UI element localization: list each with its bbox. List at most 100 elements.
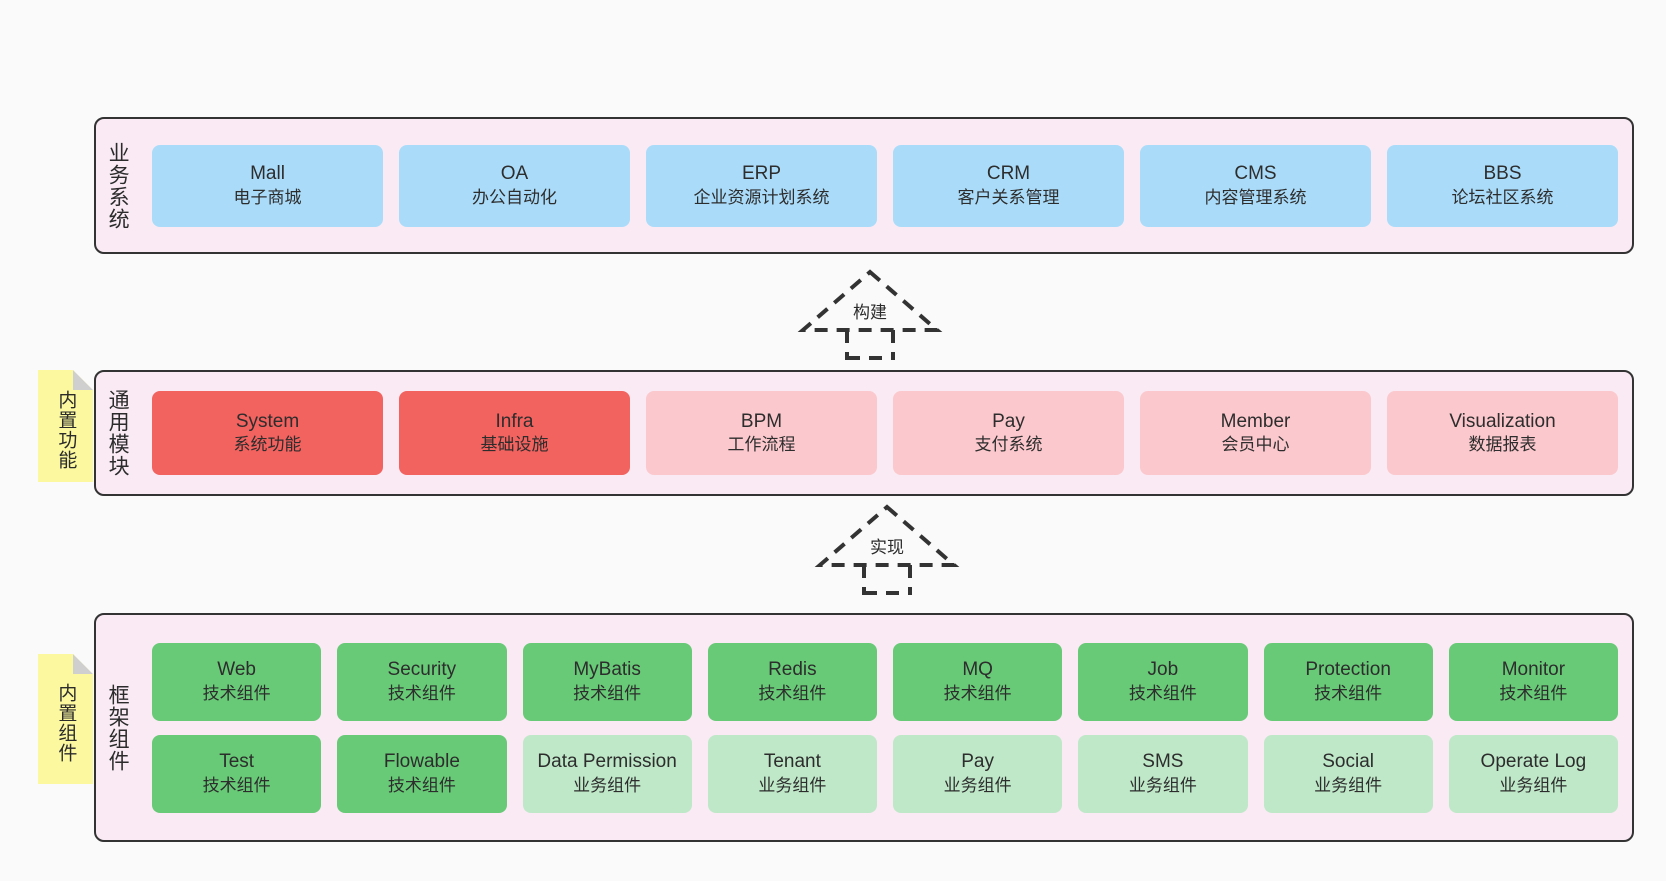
card-title-cn: 业务组件 xyxy=(1499,775,1568,795)
sticky-fold-corner-icon xyxy=(73,654,93,674)
card-tenant[interactable]: Tenant 业务组件 xyxy=(707,734,877,813)
card-crm[interactable]: CRM 客户关系管理 xyxy=(893,144,1124,227)
sticky-note-label: 内置组件 xyxy=(55,683,77,763)
card-title-en: Redis xyxy=(768,659,817,681)
card-title-cn: 系统功能 xyxy=(233,435,302,455)
card-mq[interactable]: MQ 技术组件 xyxy=(893,642,1063,721)
card-flowable[interactable]: Flowable 技术组件 xyxy=(337,734,507,813)
card-title-cn: 会员中心 xyxy=(1221,435,1290,455)
card-title-en: CRM xyxy=(986,163,1031,185)
connector-build-arrow-icon xyxy=(797,269,943,360)
connector-implement-label: 实现 xyxy=(870,538,904,557)
card-title-en: Tenant xyxy=(763,751,821,773)
sticky-note-builtin-components: 内置组件 xyxy=(38,654,93,784)
layer-title-business-systems: 业务系统 xyxy=(106,141,130,230)
card-title-cn: 工作流程 xyxy=(727,435,796,455)
card-title-cn: 业务组件 xyxy=(943,775,1012,795)
connector-implement-arrow-icon xyxy=(814,504,960,595)
card-pay-component[interactable]: Pay 业务组件 xyxy=(893,734,1063,813)
card-title-en: Job xyxy=(1147,659,1179,681)
card-title-en: OA xyxy=(500,163,529,185)
connector-implement: 实现 xyxy=(812,503,962,595)
card-system[interactable]: System 系统功能 xyxy=(152,391,383,475)
card-title-cn: 数据报表 xyxy=(1468,435,1537,455)
card-security[interactable]: Security 技术组件 xyxy=(337,642,507,721)
card-title-en: Data Permission xyxy=(537,751,677,773)
card-title-en: MQ xyxy=(962,659,993,681)
card-title-en: Monitor xyxy=(1501,659,1566,681)
card-oa[interactable]: OA 办公自动化 xyxy=(399,144,630,227)
layer-body-framework-components: Web 技术组件 Security 技术组件 MyBatis 技术组件 Redi… xyxy=(138,615,1632,840)
card-title-cn: 客户关系管理 xyxy=(957,187,1060,207)
connector-build: 构建 xyxy=(795,268,945,360)
card-title-cn: 业务组件 xyxy=(1128,775,1197,795)
card-title-cn: 技术组件 xyxy=(1314,683,1383,703)
card-title-en: Pay xyxy=(961,751,994,773)
card-title-cn: 基础设施 xyxy=(480,435,549,455)
card-sms[interactable]: SMS 业务组件 xyxy=(1078,734,1248,813)
card-data-permission[interactable]: Data Permission 业务组件 xyxy=(522,734,692,813)
card-title-cn: 内容管理系统 xyxy=(1204,187,1307,207)
card-title-en: Infra xyxy=(495,410,534,432)
card-title-cn: 支付系统 xyxy=(974,435,1043,455)
card-title-en: ERP xyxy=(741,163,782,185)
card-monitor[interactable]: Monitor 技术组件 xyxy=(1448,642,1618,721)
layer-body-general-modules: System 系统功能 Infra 基础设施 BPM 工作流程 Pay 支付系统… xyxy=(138,372,1632,494)
card-bpm[interactable]: BPM 工作流程 xyxy=(646,391,877,475)
card-test[interactable]: Test 技术组件 xyxy=(152,734,322,813)
card-title-en: Security xyxy=(387,659,457,681)
card-title-en: Web xyxy=(217,659,256,681)
card-title-cn: 业务组件 xyxy=(1314,775,1383,795)
card-cms[interactable]: CMS 内容管理系统 xyxy=(1140,144,1371,227)
card-title-cn: 电子商城 xyxy=(233,187,302,207)
connector-build-label: 构建 xyxy=(853,303,887,322)
card-title-cn: 技术组件 xyxy=(387,683,456,703)
layer-business-systems: 业务系统 Mall 电子商城 OA 办公自动化 ERP 企业资源计划系统 CRM… xyxy=(94,117,1634,254)
card-protection[interactable]: Protection 技术组件 xyxy=(1263,642,1433,721)
card-title-en: Test xyxy=(219,751,255,773)
card-title-en: SMS xyxy=(1142,751,1184,773)
card-title-en: MyBatis xyxy=(573,659,641,681)
card-title-en: BBS xyxy=(1483,163,1522,185)
card-title-en: Member xyxy=(1220,410,1291,432)
card-job[interactable]: Job 技术组件 xyxy=(1078,642,1248,721)
sticky-note-builtin-functions: 内置功能 xyxy=(38,370,93,482)
card-social[interactable]: Social 业务组件 xyxy=(1263,734,1433,813)
card-row: System 系统功能 Infra 基础设施 BPM 工作流程 Pay 支付系统… xyxy=(152,391,1618,475)
card-title-cn: 技术组件 xyxy=(202,775,271,795)
card-member[interactable]: Member 会员中心 xyxy=(1140,391,1371,475)
card-title-cn: 技术组件 xyxy=(1128,683,1197,703)
card-web[interactable]: Web 技术组件 xyxy=(152,642,322,721)
card-title-cn: 技术组件 xyxy=(1499,683,1568,703)
card-title-en: Mall xyxy=(250,163,285,185)
layer-general-modules: 通用模块 System 系统功能 Infra 基础设施 BPM 工作流程 Pay… xyxy=(94,370,1634,496)
layer-framework-components: 框架组件 Web 技术组件 Security 技术组件 MyBatis 技术组件… xyxy=(94,613,1634,842)
card-title-cn: 办公自动化 xyxy=(472,187,557,207)
sticky-fold-corner-icon xyxy=(73,370,93,390)
card-title-cn: 论坛社区系统 xyxy=(1451,187,1554,207)
card-mybatis[interactable]: MyBatis 技术组件 xyxy=(522,642,692,721)
card-mall[interactable]: Mall 电子商城 xyxy=(152,144,383,227)
card-infra[interactable]: Infra 基础设施 xyxy=(399,391,630,475)
card-title-en: System xyxy=(235,410,300,432)
card-title-en: BPM xyxy=(740,410,783,432)
card-title-cn: 技术组件 xyxy=(202,683,271,703)
card-pay[interactable]: Pay 支付系统 xyxy=(893,391,1124,475)
card-title-cn: 业务组件 xyxy=(758,775,827,795)
card-title-en: Flowable xyxy=(383,751,460,773)
card-operate-log[interactable]: Operate Log 业务组件 xyxy=(1448,734,1618,813)
card-redis[interactable]: Redis 技术组件 xyxy=(707,642,877,721)
card-bbs[interactable]: BBS 论坛社区系统 xyxy=(1387,144,1618,227)
card-title-cn: 技术组件 xyxy=(573,683,642,703)
card-title-cn: 技术组件 xyxy=(943,683,1012,703)
card-row: Web 技术组件 Security 技术组件 MyBatis 技术组件 Redi… xyxy=(152,642,1618,721)
card-row: Mall 电子商城 OA 办公自动化 ERP 企业资源计划系统 CRM 客户关系… xyxy=(152,144,1618,227)
card-title-en: Visualization xyxy=(1449,410,1556,432)
card-title-cn: 技术组件 xyxy=(758,683,827,703)
card-title-en: Social xyxy=(1322,751,1374,773)
card-title-cn: 业务组件 xyxy=(573,775,642,795)
card-visualization[interactable]: Visualization 数据报表 xyxy=(1387,391,1618,475)
card-erp[interactable]: ERP 企业资源计划系统 xyxy=(646,144,877,227)
layer-title-general-modules: 通用模块 xyxy=(106,389,130,477)
